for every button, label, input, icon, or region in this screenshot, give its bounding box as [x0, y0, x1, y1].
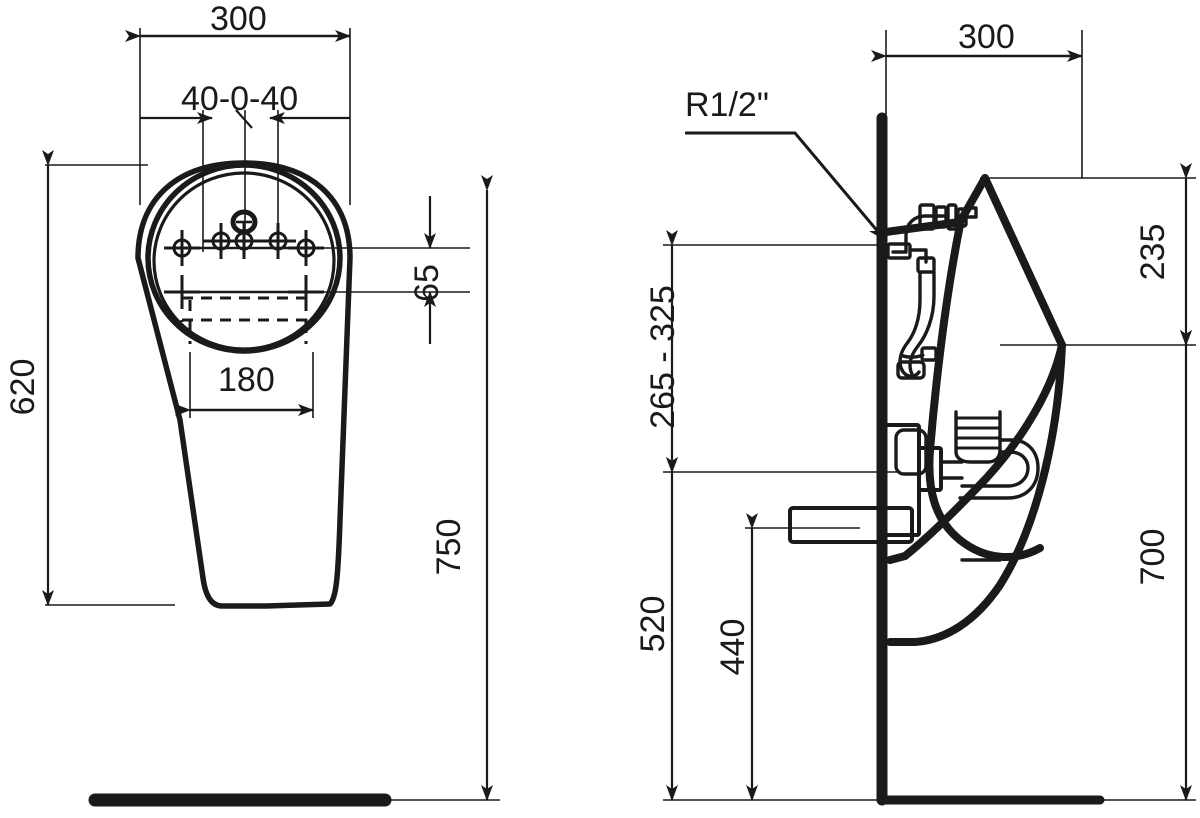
label-front-holes: 40-0-40 [181, 80, 299, 118]
label-side-projection-300: 300 [958, 18, 1015, 56]
label-side-depth-235: 235 [1134, 223, 1172, 281]
side-view-group [663, 30, 1196, 806]
label-side-bracket-440: 440 [714, 618, 752, 676]
label-front-width-300: 300 [210, 0, 267, 38]
side-supply-fittings [886, 203, 978, 378]
side-body-outline [882, 174, 1066, 646]
label-side-inlet-265-325: 265 - 325 [644, 285, 682, 429]
dim-front-holes-40-0-40 [140, 109, 350, 129]
front-waste-outlet [230, 209, 258, 235]
front-fixing-hole-markers [164, 223, 324, 309]
label-side-waste-520: 520 [634, 595, 672, 653]
label-supply-connection: R1/2" [685, 86, 769, 124]
side-flush-plate [894, 352, 928, 476]
label-front-offset-65: 65 [408, 264, 446, 302]
front-view-group [42, 28, 500, 807]
leader-r-half-inch [685, 131, 887, 241]
front-body-outline [135, 160, 353, 609]
label-front-height-620: 620 [4, 358, 42, 416]
label-front-bracket-180: 180 [218, 361, 275, 399]
side-wall-line [876, 112, 1105, 806]
front-bracket-plate [178, 246, 318, 294]
label-front-rim-750: 750 [430, 518, 468, 576]
label-side-rim-700: 700 [1134, 528, 1172, 586]
side-waste-trap [788, 410, 1040, 562]
front-bowl-rim [145, 162, 343, 354]
